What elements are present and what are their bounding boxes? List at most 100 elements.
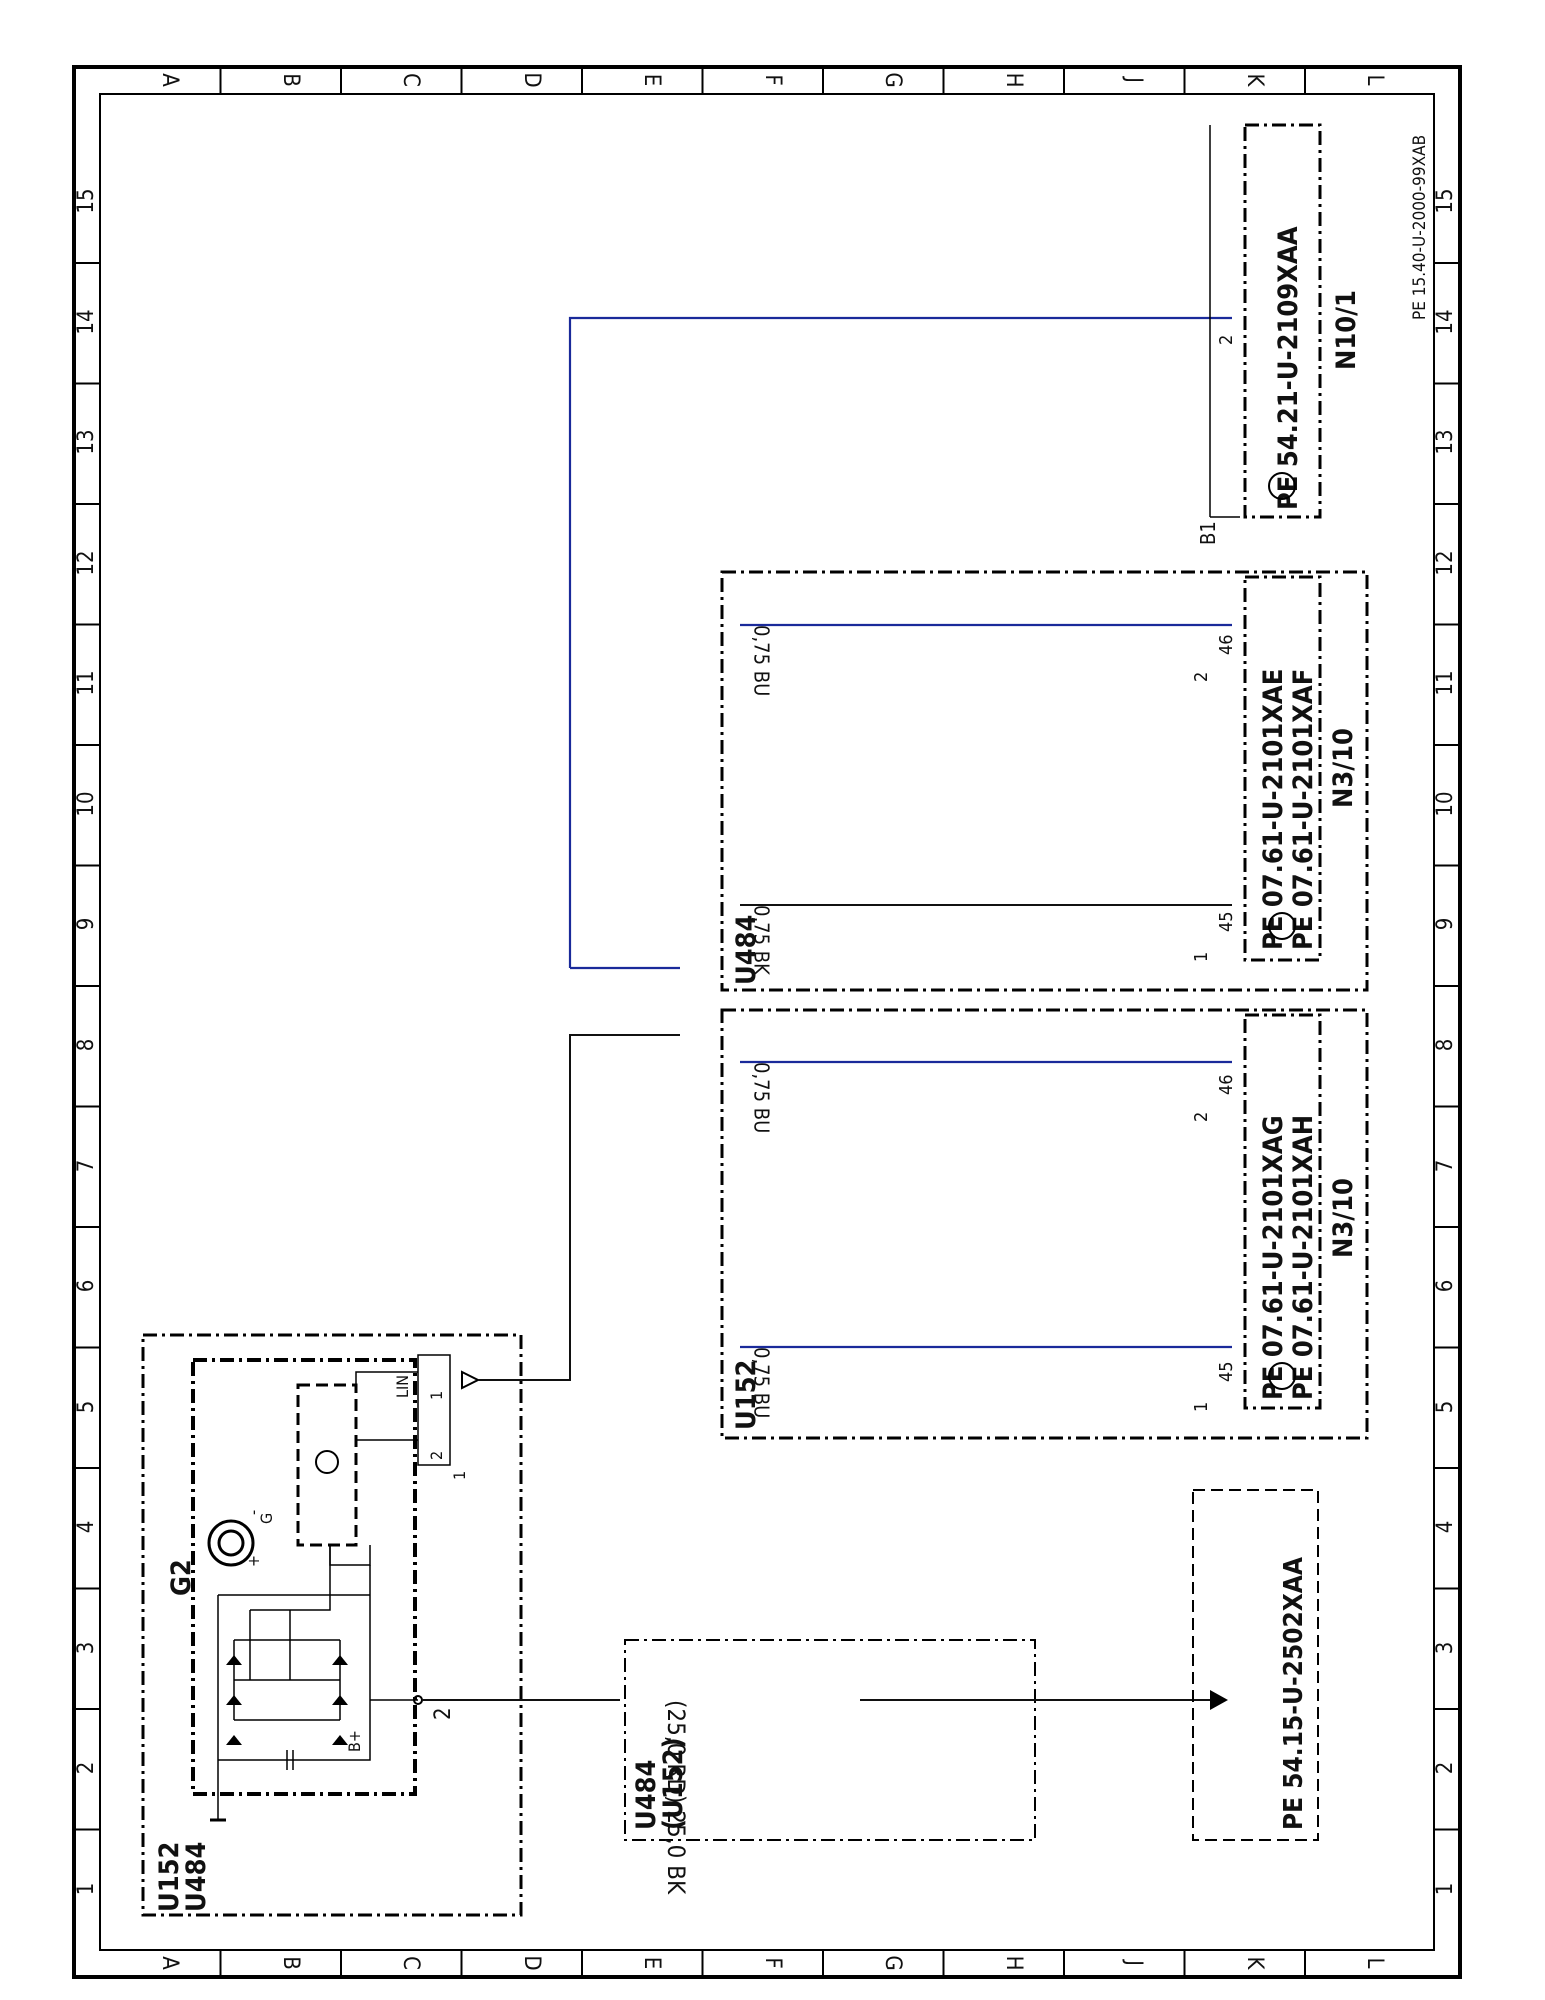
row-letter: D xyxy=(519,1955,544,1970)
col-number: 8 xyxy=(74,1039,99,1052)
connector-b1: B1 xyxy=(1196,521,1220,545)
row-letter: L xyxy=(1362,74,1387,85)
component-n3-10-u484: N3/10 xyxy=(1328,728,1359,808)
connector-1-u484: 1 xyxy=(1191,952,1212,962)
n10-block: N10/1 PE 54.21-U-2109XAA 2 B1 xyxy=(1196,123,1362,545)
connector-2-u152: 2 xyxy=(1191,1112,1212,1122)
row-letter: A xyxy=(157,73,182,87)
col-number: 1 xyxy=(74,1883,99,1896)
row-letter: B xyxy=(278,1956,303,1970)
row-letter: A xyxy=(157,1956,182,1970)
ref-xah: PE 07.61-U-2101XAH xyxy=(1288,1115,1319,1400)
row-letter: F xyxy=(760,1957,785,1968)
component-g2: G2 xyxy=(166,1559,197,1596)
drawing-frame xyxy=(72,65,1462,1979)
row-letter: C xyxy=(398,73,423,87)
col-number: 13 xyxy=(74,429,99,454)
output-pin-2: 2 xyxy=(431,1707,456,1720)
col-number: 14 xyxy=(1433,309,1458,334)
battery-wire-label: (25,0 RD) 25,0 BK xyxy=(662,1700,690,1895)
pin-45-u152: 45 xyxy=(1216,1361,1237,1382)
u152-block: U152 N3/10 PE 07.61-U-2101XAG PE 07.61-U… xyxy=(720,1008,1369,1440)
module-label-u484-cable: U484 xyxy=(631,1760,662,1830)
pin-46-u484: 46 xyxy=(1216,634,1237,655)
pin-1: 1 xyxy=(427,1391,446,1400)
wire-u484-pin46: 0,75 BU xyxy=(750,625,774,696)
component-n10-1: N10/1 xyxy=(1331,290,1362,370)
col-number: 7 xyxy=(1433,1160,1458,1173)
battery-cable: U484 (U152) (25,0 RD) 25,0 BK PE 54.15-U… xyxy=(422,1489,1319,1895)
col-number: 5 xyxy=(74,1401,99,1414)
row-letter: B xyxy=(278,73,303,87)
pin-45-u484: 45 xyxy=(1216,911,1237,932)
row-letter: J xyxy=(1121,1958,1146,1966)
module-label-u484: U484 xyxy=(181,1842,212,1912)
col-number: 11 xyxy=(74,670,99,695)
connector-1-u152: 1 xyxy=(1191,1402,1212,1412)
rectifier-diodes xyxy=(226,1655,348,1745)
row-letter: D xyxy=(519,72,544,87)
col-number: 13 xyxy=(1433,429,1458,454)
col-number: 3 xyxy=(74,1642,99,1655)
col-number: 9 xyxy=(74,918,99,931)
row-letter: F xyxy=(760,74,785,85)
col-number: 10 xyxy=(74,791,99,816)
col-number: 15 xyxy=(1433,188,1458,213)
row-letter: E xyxy=(639,1957,664,1970)
wire-u152-pin46: 0,75 BU xyxy=(750,1062,774,1133)
col-number: 4 xyxy=(74,1521,99,1534)
col-number: 2 xyxy=(74,1762,99,1775)
row-letter: L xyxy=(1362,1957,1387,1968)
wire-u484-pin45: 0,75 BK xyxy=(750,905,774,976)
field-coil-icon xyxy=(207,1519,255,1567)
battery-target-ref: PE 54.15-U-2502XAA xyxy=(1279,1557,1309,1830)
terminal-bplus: B+ xyxy=(345,1730,364,1752)
module-label-u152: U152 xyxy=(154,1842,185,1912)
frame-numbers: 1 2 3 4 5 6 7 8 9 10 11 12 13 14 15 1 2 … xyxy=(74,188,1458,1895)
pin-2-n10: 2 xyxy=(1216,335,1237,345)
row-letter: C xyxy=(398,1956,423,1970)
alternator-block: U152 U484 G2 G + - B+ LIN xyxy=(141,1333,523,1917)
row-letter: H xyxy=(1001,73,1026,88)
ref-xaf: PE 07.61-U-2101XAF xyxy=(1288,669,1319,950)
col-number: 11 xyxy=(1433,670,1458,695)
col-number: 1 xyxy=(1433,1883,1458,1896)
col-number: 7 xyxy=(74,1160,99,1173)
connector-ref: 1 xyxy=(450,1471,469,1480)
row-letter: K xyxy=(1242,74,1267,88)
pin-46-u152: 46 xyxy=(1216,1074,1237,1095)
col-number: 3 xyxy=(1433,1642,1458,1655)
col-number: 4 xyxy=(1433,1521,1458,1534)
col-number: 12 xyxy=(1433,550,1458,575)
row-letter: J xyxy=(1121,75,1146,83)
row-letter: E xyxy=(639,74,664,87)
pin-lin: LIN xyxy=(393,1375,412,1398)
col-number: 8 xyxy=(1433,1039,1458,1052)
col-number: 9 xyxy=(1433,918,1458,931)
row-letter: H xyxy=(1001,1956,1026,1971)
col-number: 14 xyxy=(74,309,99,334)
component-n3-10-u152: N3/10 xyxy=(1328,1178,1359,1258)
row-letter: G xyxy=(880,1955,905,1970)
lin-wire xyxy=(478,1034,680,1381)
terminal-g: G xyxy=(257,1513,276,1524)
ref-xag: PE 07.61-U-2101XAG xyxy=(1258,1115,1289,1400)
u484-block: U484 N3/10 PE 07.61-U-2101XAE PE 07.61-U… xyxy=(720,570,1369,992)
col-number: 6 xyxy=(74,1280,99,1293)
module-label-u484-block: U484 xyxy=(731,915,762,985)
col-number: 15 xyxy=(74,188,99,213)
wire-u152-pin45: 0,75 BU xyxy=(750,1347,774,1418)
row-letter: K xyxy=(1242,1957,1267,1971)
row-letter: G xyxy=(880,72,905,87)
terminal-minus: - xyxy=(244,1510,263,1515)
document-id: PE 15.40-U-2000-99XAB xyxy=(1410,135,1430,320)
pin-2: 2 xyxy=(427,1451,446,1460)
col-number: 6 xyxy=(1433,1280,1458,1293)
module-label-u152-cable: (U152) xyxy=(658,1737,689,1830)
col-number: 5 xyxy=(1433,1401,1458,1414)
col-number: 12 xyxy=(74,550,99,575)
lin-wire-u484 xyxy=(568,316,1232,968)
transistor-icon xyxy=(315,1450,339,1474)
terminal-plus: + xyxy=(244,1555,263,1567)
